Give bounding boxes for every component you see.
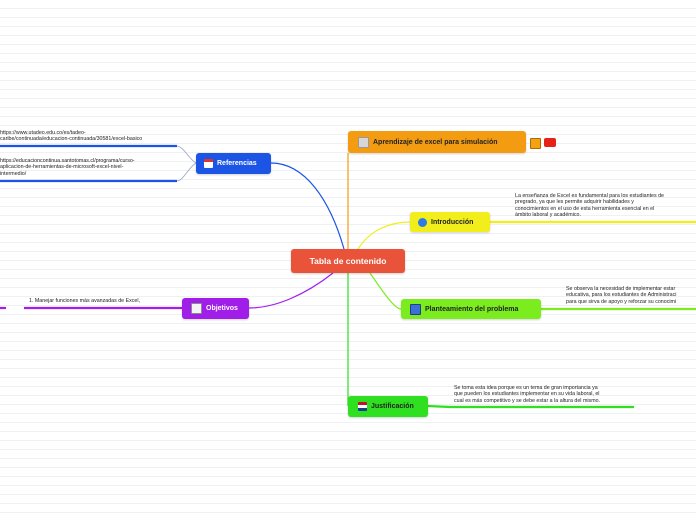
note-line: pregrado, ya que les permite adquirir ha…	[515, 199, 634, 206]
branch-referencias-label: Referencias	[217, 160, 257, 167]
note-line: cual es más competitivo y se debe estar …	[454, 397, 601, 404]
info-icon	[418, 217, 427, 227]
note-line: Se toma esta idea porque es un tema de g…	[454, 385, 598, 391]
note-line: que pueden los estudiantes implementar e…	[454, 391, 600, 398]
branch-aprendizaje-label: Aprendizaje de excel para simulación	[373, 138, 498, 146]
underline-justificacion	[427, 404, 634, 409]
note-planteamiento: Se observa la necesidad de implementar e…	[566, 286, 696, 305]
ref-link-1[interactable]: https://www.utadeo.edu.co/es/tadeo- cari…	[0, 130, 142, 143]
youtube-icon[interactable]	[544, 138, 556, 147]
page-icon	[358, 136, 369, 148]
flag-icon	[358, 402, 367, 411]
connector-introduccion	[357, 221, 411, 250]
connector-objetivos	[248, 272, 334, 309]
link-line[interactable]: https://www.utadeo.edu.co/es/tadeo-	[0, 130, 86, 136]
image-icon	[410, 303, 421, 315]
central-topic[interactable]: Tabla de contenido	[291, 249, 405, 273]
calendar-icon	[204, 159, 213, 168]
branch-justificacion-label: Justificación	[371, 403, 414, 410]
list-icon[interactable]	[530, 138, 541, 149]
note-line: ámbito laboral y académico.	[515, 212, 581, 219]
branch-aprendizaje[interactable]: Aprendizaje de excel para simulación	[348, 131, 526, 153]
note-line: educativa, para los estudiantes de Admin…	[566, 292, 677, 299]
branch-planteamiento[interactable]: Planteamiento del problema	[401, 299, 541, 319]
link-line[interactable]: https://educacioncontinua.santotomas.cl/…	[0, 158, 135, 164]
note-line: Se observa la necesidad de implementar e…	[566, 286, 676, 292]
ref-link-2[interactable]: https://educacioncontinua.santotomas.cl/…	[0, 158, 135, 177]
note-objetivos: 1. Manejar funciones más avanzadas de Ex…	[29, 298, 140, 304]
branch-planteamiento-label: Planteamiento del problema	[425, 305, 519, 313]
note-line: La enseñanza de Excel es fundamental par…	[515, 193, 665, 199]
link-line[interactable]: caribe/continuada/educacion-continuada/3…	[0, 136, 143, 143]
note-line: 1. Manejar funciones más avanzadas de Ex…	[29, 298, 141, 304]
branch-introduccion[interactable]: Introducción	[410, 212, 490, 232]
connector-ref-link-2	[176, 162, 197, 182]
connector-referencias	[270, 162, 345, 250]
branch-objetivos[interactable]: Objetivos	[182, 298, 249, 319]
note-line: para que sirva de apoyo y reforzar su co…	[566, 298, 677, 305]
branch-objetivos-label: Objetivos	[206, 305, 238, 312]
note-introduccion: La enseñanza de Excel es fundamental par…	[515, 193, 664, 219]
branch-referencias[interactable]: Referencias	[196, 153, 271, 174]
aprendizaje-extra-icons	[530, 138, 556, 149]
note-justificacion: Se toma esta idea porque es un tema de g…	[454, 385, 600, 404]
connector-ref-link-1	[176, 145, 197, 164]
central-topic-label: Tabla de contenido	[309, 256, 387, 266]
connector-planteamiento	[369, 272, 402, 310]
branch-justificacion[interactable]: Justificación	[348, 396, 428, 417]
link-line[interactable]: intermedio/	[0, 170, 27, 177]
link-line[interactable]: aplicacion-de-herramientas-de-microsoft-…	[0, 164, 124, 171]
branch-introduccion-label: Introducción	[431, 218, 474, 226]
document-icon	[191, 303, 202, 314]
note-line: conocimientos en el uso de esta herramie…	[515, 205, 655, 212]
